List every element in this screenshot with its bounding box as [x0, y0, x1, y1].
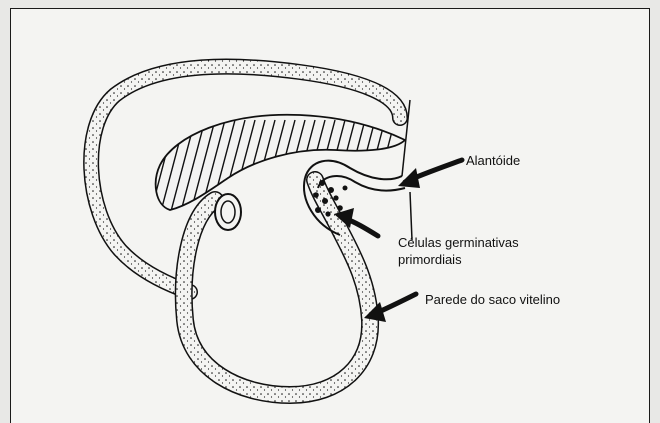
vesicle	[215, 194, 241, 230]
label-alantoide: Alantóide	[466, 152, 520, 169]
embryonic-disc	[150, 115, 405, 215]
label-celulas-germinativas: Células germinativas primordiais	[398, 234, 519, 268]
label-celulas-line2: primordiais	[398, 251, 519, 268]
arrow-alantoide	[398, 160, 462, 188]
label-celulas-line1: Células germinativas	[398, 234, 519, 251]
label-parede-saco-vitelino: Parede do saco vitelino	[425, 291, 560, 308]
